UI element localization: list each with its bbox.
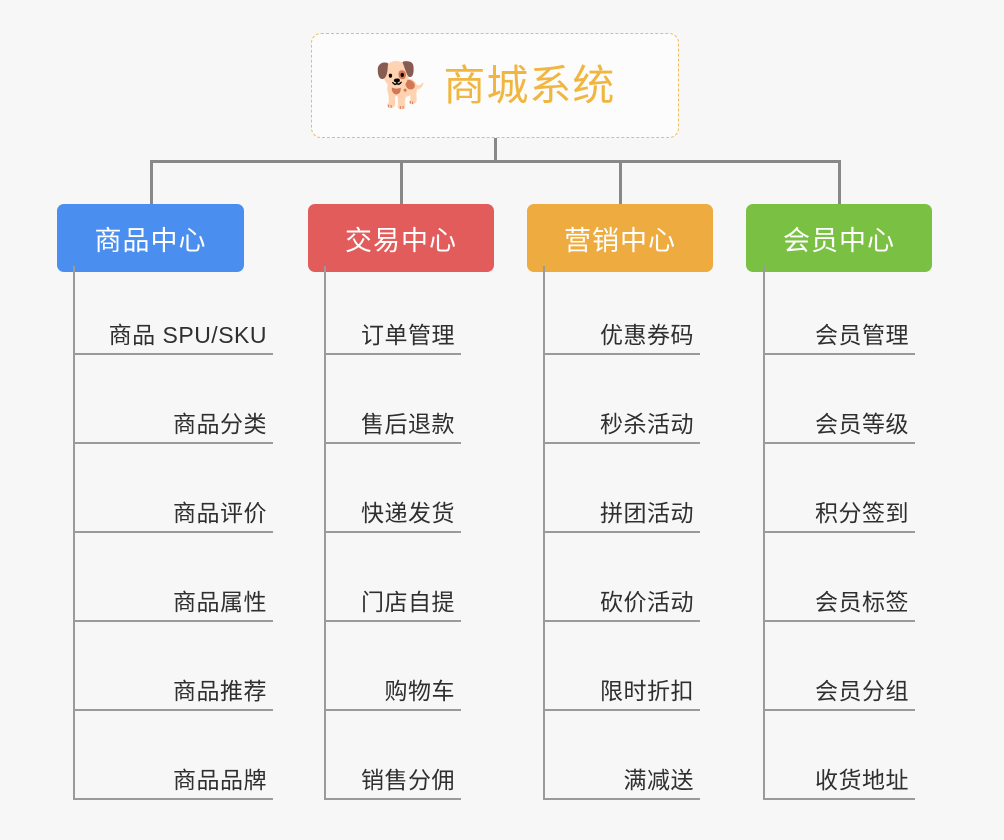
leaf-item-label: 门店自提 [361, 589, 455, 615]
root-node-title: 商城系统 [443, 61, 616, 109]
leaf-item-label: 商品属性 [173, 589, 267, 615]
branch-drop-connector-product-center [149, 160, 153, 204]
leaf-item[interactable]: 购物车 [324, 622, 461, 711]
leaf-item[interactable]: 拼团活动 [543, 444, 700, 533]
category-label-marketing-center: 营销中心 [564, 225, 676, 256]
leaf-item-label: 秒杀活动 [600, 411, 694, 437]
leaf-item-label: 满减送 [623, 767, 694, 793]
category-box-trade-center[interactable]: 交易中心 [308, 204, 494, 272]
column-trunk-product-center [73, 266, 75, 800]
leaf-item-label: 订单管理 [361, 322, 455, 348]
branch-drop-connector-trade-center [400, 160, 403, 204]
leaf-item[interactable]: 会员管理 [763, 266, 915, 355]
leaf-item[interactable]: 商品分类 [73, 355, 273, 444]
category-box-marketing-center[interactable]: 营销中心 [527, 204, 713, 272]
leaf-item-label: 商品推荐 [173, 678, 267, 704]
leaf-item[interactable]: 售后退款 [324, 355, 461, 444]
leaf-item-label: 商品分类 [173, 411, 267, 437]
leaf-item[interactable]: 快递发货 [324, 444, 461, 533]
leaf-item[interactable]: 商品品牌 [73, 711, 273, 800]
leaf-column-product-center: 商品 SPU/SKU 商品分类商品评价商品属性商品推荐商品品牌 [73, 266, 273, 800]
leaf-item[interactable]: 商品评价 [73, 444, 273, 533]
leaf-item[interactable]: 会员等级 [763, 355, 915, 444]
leaf-item-label: 收货地址 [815, 767, 909, 793]
leaf-item[interactable]: 销售分佣 [324, 711, 461, 800]
horizontal-bus-connector [149, 160, 841, 163]
leaf-column-trade-center: 订单管理售后退款快递发货门店自提购物车销售分佣 [324, 266, 461, 800]
category-label-trade-center: 交易中心 [345, 225, 457, 256]
leaf-item-label: 会员管理 [815, 322, 909, 348]
leaf-item-label: 售后退款 [361, 411, 455, 437]
column-trunk-member-center [763, 266, 765, 800]
leaf-item[interactable]: 收货地址 [763, 711, 915, 800]
category-box-product-center[interactable]: 商品中心 [57, 204, 244, 272]
leaf-item[interactable]: 会员标签 [763, 533, 915, 622]
column-trunk-trade-center [324, 266, 326, 800]
leaf-item-label: 购物车 [384, 678, 455, 704]
leaf-item-label: 会员标签 [815, 589, 909, 615]
leaf-item[interactable]: 砍价活动 [543, 533, 700, 622]
leaf-item-label: 砍价活动 [600, 589, 694, 615]
leaf-item[interactable]: 商品推荐 [73, 622, 273, 711]
leaf-item[interactable]: 会员分组 [763, 622, 915, 711]
branch-drop-connector-marketing-center [619, 160, 622, 204]
leaf-item-label: 拼团活动 [600, 500, 694, 526]
leaf-item-label: 商品 SPU/SKU [108, 322, 267, 348]
category-box-member-center[interactable]: 会员中心 [746, 204, 932, 272]
root-node[interactable]: 🐕 商城系统 [311, 33, 679, 138]
root-stem-connector [494, 138, 497, 163]
leaf-item[interactable]: 优惠券码 [543, 266, 700, 355]
leaf-item-label: 商品品牌 [173, 767, 267, 793]
branch-drop-connector-member-center [838, 160, 841, 204]
leaf-item-label: 积分签到 [815, 500, 909, 526]
column-trunk-marketing-center [543, 266, 545, 800]
leaf-item-label: 会员分组 [815, 678, 909, 704]
leaf-item-label: 商品评价 [173, 500, 267, 526]
leaf-item-label: 限时折扣 [600, 678, 694, 704]
leaf-item-label: 会员等级 [815, 411, 909, 437]
leaf-item-label: 快递发货 [361, 500, 455, 526]
leaf-item[interactable]: 满减送 [543, 711, 700, 800]
leaf-column-member-center: 会员管理会员等级积分签到会员标签会员分组收货地址 [763, 266, 915, 800]
leaf-column-marketing-center: 优惠券码秒杀活动拼团活动砍价活动限时折扣满减送 [543, 266, 700, 800]
leaf-item[interactable]: 秒杀活动 [543, 355, 700, 444]
leaf-item[interactable]: 商品 SPU/SKU [73, 266, 273, 355]
leaf-item[interactable]: 积分签到 [763, 444, 915, 533]
leaf-item-label: 销售分佣 [361, 767, 455, 793]
shiba-dog-face-icon: 🐕 [374, 60, 430, 110]
leaf-item[interactable]: 商品属性 [73, 533, 273, 622]
leaf-item[interactable]: 订单管理 [324, 266, 461, 355]
category-label-member-center: 会员中心 [783, 225, 895, 256]
root-node-content: 🐕 商城系统 [374, 60, 616, 110]
leaf-item[interactable]: 门店自提 [324, 533, 461, 622]
leaf-item-label: 优惠券码 [600, 322, 694, 348]
leaf-item[interactable]: 限时折扣 [543, 622, 700, 711]
category-label-product-center: 商品中心 [94, 225, 207, 256]
